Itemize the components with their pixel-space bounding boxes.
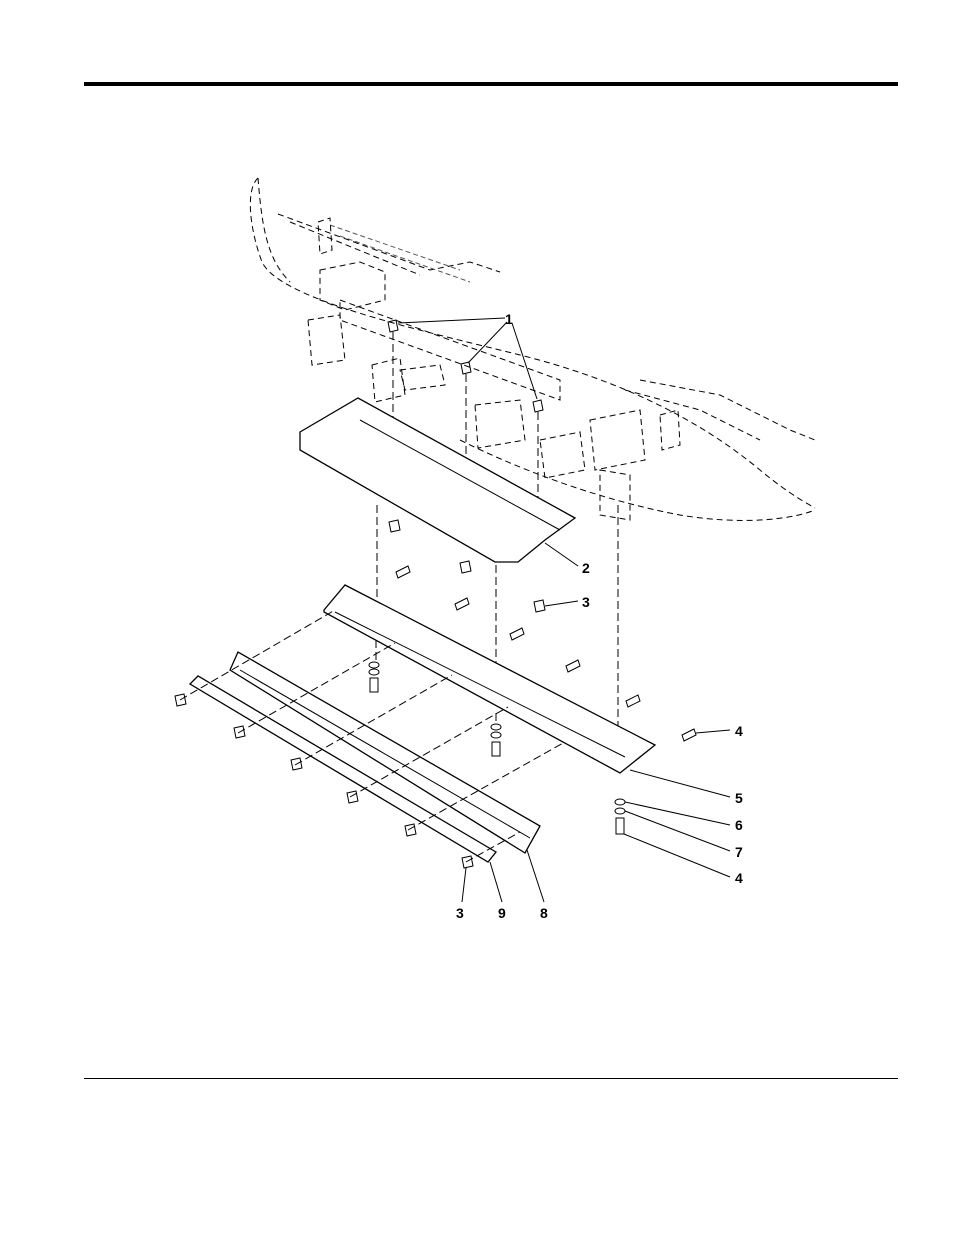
top-shield-plate — [300, 398, 575, 562]
callout-5: 5 — [735, 790, 743, 806]
callout-4-bottom: 4 — [735, 870, 743, 886]
leader-lines — [398, 318, 730, 902]
callout-3-bottom: 3 — [456, 905, 464, 921]
callout-6: 6 — [735, 817, 743, 833]
callout-7: 7 — [735, 844, 743, 860]
callout-2: 2 — [582, 560, 590, 576]
callout-9: 9 — [498, 905, 506, 921]
callout-4-top: 4 — [735, 723, 743, 739]
footer-rule — [84, 1078, 898, 1079]
callout-3-top: 3 — [582, 594, 590, 610]
callout-8: 8 — [540, 905, 548, 921]
callout-1: 1 — [505, 311, 513, 327]
thin-strip — [190, 676, 496, 862]
